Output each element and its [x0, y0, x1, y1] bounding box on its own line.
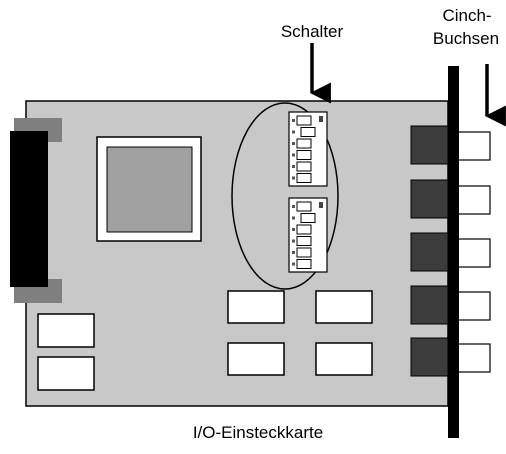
cinch-jack-plug: [457, 343, 491, 373]
dip-switch-block-top: [288, 111, 328, 187]
cinch-jack-plug: [457, 238, 491, 268]
dip-switch-mark: [292, 262, 295, 266]
dip-switch-lever: [300, 127, 316, 137]
component-center-4: [315, 342, 373, 376]
dip-switch-mark: [292, 205, 295, 208]
chip: [106, 146, 193, 233]
cinch-jack-plug: [457, 291, 491, 321]
dip-switch-indicator: [319, 116, 323, 122]
cinch-jacks: [410, 125, 491, 377]
slot-bracket: [448, 66, 459, 438]
cinch-jacks-label-line1: Cinch-: [442, 6, 492, 25]
dip-switch-lever: [296, 236, 312, 246]
dip-switch-mark: [292, 251, 295, 254]
dip-switch-indicator: [319, 202, 323, 208]
cinch-jack-housing: [410, 232, 449, 272]
dip-switch-lever: [296, 259, 312, 269]
component-left-2: [37, 356, 95, 391]
cinch-jacks-label-line2: Buchsen: [432, 29, 500, 48]
dip-switch-lever: [296, 150, 312, 160]
dip-switch-lever: [296, 161, 312, 172]
component-center-1: [227, 290, 285, 324]
dip-switch-mark: [292, 216, 295, 220]
dip-switch-lever: [296, 115, 312, 126]
cinch-jack-plug: [457, 185, 491, 215]
dip-switch-mark: [292, 176, 295, 180]
dip-switch-mark: [292, 239, 295, 243]
dip-switch-lever: [296, 173, 312, 183]
component-center-3: [227, 342, 285, 376]
cinch-jack-housing: [410, 337, 449, 377]
dip-switch-lever: [296, 138, 312, 149]
component-center-2: [315, 290, 373, 324]
dip-switch-mark: [292, 142, 295, 145]
dip-switch-mark: [292, 165, 295, 168]
dip-switch-mark: [292, 130, 295, 134]
dip-switch-mark: [292, 153, 295, 157]
switch-highlight-circle: [231, 102, 339, 290]
cinch-jack-housing: [410, 179, 449, 219]
dip-switch-lever: [296, 201, 312, 212]
dip-switch-mark: [292, 119, 295, 122]
cinch-jack-plug: [457, 131, 491, 161]
switches-label: Schalter: [280, 22, 344, 41]
dip-switch-lever: [296, 247, 312, 258]
component-left-1: [37, 313, 95, 348]
dip-switch-lever: [296, 224, 312, 235]
card-label: I/O-Einsteckkarte: [192, 423, 324, 442]
edge-connector: [10, 131, 48, 287]
cinch-jack-housing: [410, 125, 449, 165]
dip-switch-lever: [300, 213, 316, 223]
dip-switch-mark: [292, 228, 295, 231]
dip-switch-block-bottom: [288, 197, 328, 273]
cinch-jack-housing: [410, 285, 449, 325]
